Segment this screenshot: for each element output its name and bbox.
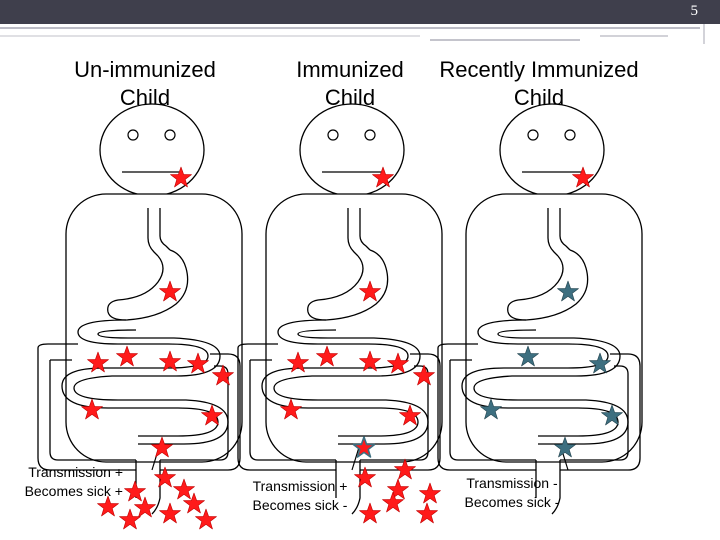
panel-2-sick-label: Becomes sick - (252, 497, 348, 513)
panel-3-body (465, 193, 643, 463)
panel-1-sick-label: Becomes sick + (24, 483, 123, 499)
panel-3-title-line1: Recently Immunized (439, 57, 639, 82)
panel-3-transmission-label: Transmission - (466, 475, 558, 491)
panel-3-caption: Transmission - Becomes sick - (454, 474, 570, 512)
panel-2-figure (237, 103, 443, 524)
slide-header-bar: 5 (0, 0, 720, 24)
panel-3-face-icon (499, 103, 605, 197)
panel-1-title: Un-immunized Child (45, 56, 245, 112)
panel-1-caption: Transmission + Becomes sick + (7, 463, 123, 501)
panel-1-transmission-label: Transmission + (28, 464, 123, 480)
panel-1-face-icon (99, 103, 205, 197)
panel-2-title-line1: Immunized (296, 57, 404, 82)
header-rule (0, 24, 705, 44)
panel-2-face-icon (299, 103, 405, 197)
panel-3-sick-label: Becomes sick - (464, 494, 560, 510)
panel-2-caption: Transmission + Becomes sick - (238, 477, 362, 515)
page-number: 5 (690, 3, 699, 19)
panel-2-transmission-label: Transmission + (252, 478, 348, 494)
panel-3-figure (437, 103, 643, 515)
panel-1-figure (37, 103, 243, 530)
panel-1-title-line1: Un-immunized (74, 57, 216, 82)
